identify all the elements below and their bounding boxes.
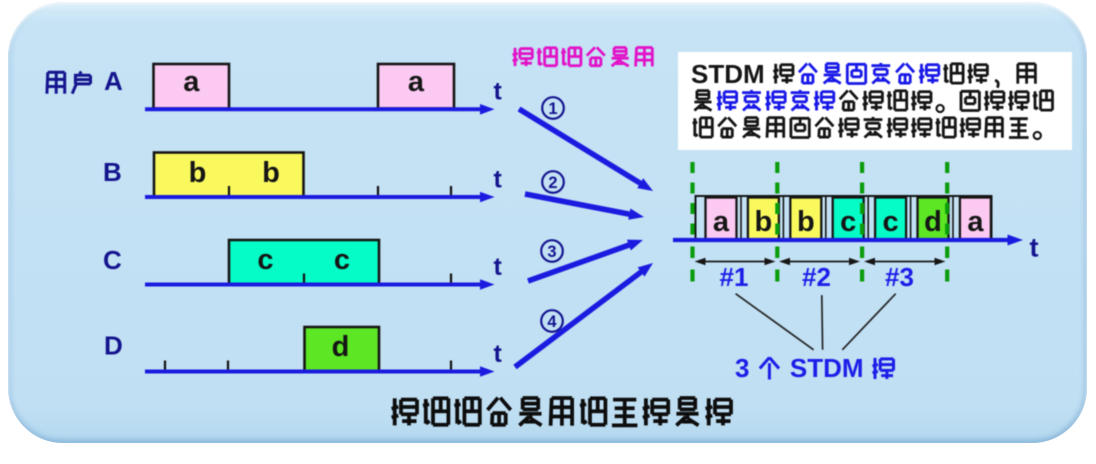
- svg-text:c: c: [334, 244, 350, 276]
- svg-text:#3: #3: [885, 262, 914, 292]
- svg-text:STDM: STDM: [790, 353, 864, 383]
- svg-text:a: a: [713, 206, 730, 238]
- svg-text:STDM: STDM: [691, 59, 765, 89]
- svg-text:1: 1: [548, 100, 557, 118]
- svg-text:a: a: [183, 66, 200, 98]
- svg-text:#1: #1: [720, 262, 749, 292]
- svg-text:b: b: [189, 157, 207, 189]
- svg-text:3: 3: [547, 243, 556, 261]
- svg-text:D: D: [104, 331, 123, 361]
- svg-text:a: a: [408, 66, 425, 98]
- svg-text:c: c: [883, 206, 899, 238]
- svg-text:d: d: [924, 206, 942, 238]
- svg-text:3: 3: [735, 353, 749, 383]
- svg-text:B: B: [103, 157, 122, 187]
- svg-text:a: a: [967, 206, 984, 238]
- svg-text:t: t: [494, 340, 503, 368]
- svg-text:c: c: [840, 206, 856, 238]
- svg-text:2: 2: [548, 174, 557, 192]
- svg-text:t: t: [494, 78, 503, 106]
- svg-text:b: b: [755, 206, 773, 238]
- svg-text:b: b: [262, 157, 280, 189]
- svg-text:4: 4: [547, 313, 557, 331]
- svg-text:b: b: [797, 206, 815, 238]
- svg-text:A: A: [104, 66, 123, 96]
- svg-text:#2: #2: [802, 262, 831, 292]
- svg-text:t: t: [494, 165, 503, 193]
- svg-text:t: t: [1030, 233, 1039, 263]
- svg-text:c: c: [257, 244, 273, 276]
- svg-text:d: d: [332, 331, 350, 363]
- svg-text:C: C: [103, 245, 122, 275]
- svg-text:t: t: [494, 253, 503, 281]
